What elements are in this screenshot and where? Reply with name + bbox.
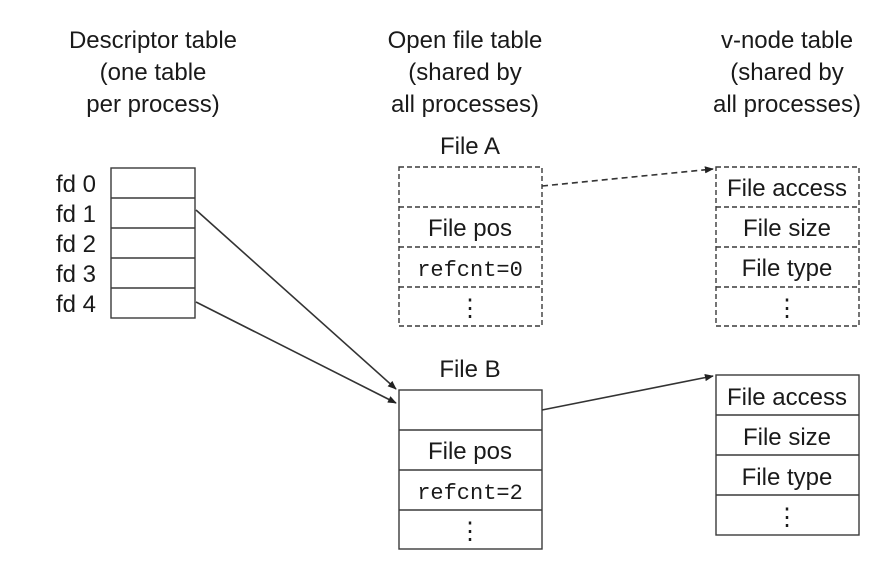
file-b-refcnt: refcnt=2 xyxy=(417,481,523,506)
file-b-title: File B xyxy=(439,356,500,383)
file-b-pos: File pos xyxy=(428,438,512,465)
fd-1-label: fd 1 xyxy=(56,201,96,228)
file-a-to-vnode-a-arrow xyxy=(541,166,714,187)
file-a-ellipsis: ⋮ xyxy=(458,295,482,322)
fd-3-label: fd 3 xyxy=(56,261,96,288)
fd-4-label: fd 4 xyxy=(56,291,96,318)
file-a-title: File A xyxy=(440,133,500,160)
fd1-to-file-b-arrow xyxy=(195,209,397,390)
descriptor-table-header: Descriptor table (one table per process) xyxy=(69,27,237,118)
vnode-b-access: File access xyxy=(727,384,847,411)
vnode-header-line2: (shared by xyxy=(730,59,843,86)
vnode-header-line1: v-node table xyxy=(721,27,853,54)
file-a-entry: File A File pos refcnt=0 ⋮ xyxy=(398,133,543,327)
descriptor-header-line2: (one table xyxy=(100,59,207,86)
vnode-a-access: File access xyxy=(727,175,847,202)
descriptor-header-line3: per process) xyxy=(86,91,219,118)
vnode-a-size: File size xyxy=(743,215,831,242)
open-file-table-header: Open file table (shared by all processes… xyxy=(388,27,543,118)
fd4-to-file-b-arrow xyxy=(195,301,397,404)
descriptor-header-line1: Descriptor table xyxy=(69,27,237,54)
vnode-b-type: File type xyxy=(742,464,833,491)
fd-0-label: fd 0 xyxy=(56,171,96,198)
file-b-entry: File B File pos refcnt=2 ⋮ xyxy=(398,356,543,550)
open-file-header-line1: Open file table xyxy=(388,27,543,54)
vnode-header-line3: all processes) xyxy=(713,91,861,118)
file-a-refcnt: refcnt=0 xyxy=(417,258,523,283)
vnode-a-type: File type xyxy=(742,255,833,282)
vnode-a-ellipsis: ⋮ xyxy=(775,295,799,322)
vnode-b-entry: File access File size File type ⋮ xyxy=(715,374,860,536)
file-a-pos: File pos xyxy=(428,215,512,242)
file-b-ellipsis: ⋮ xyxy=(458,518,482,545)
vnode-b-ellipsis: ⋮ xyxy=(775,504,799,531)
descriptor-table: fd 0 fd 1 fd 2 fd 3 fd 4 xyxy=(56,167,196,319)
descriptor-table-frame xyxy=(110,167,196,319)
vnode-b-size: File size xyxy=(743,424,831,451)
file-b-to-vnode-b-arrow xyxy=(541,374,714,411)
fd-2-label: fd 2 xyxy=(56,231,96,258)
open-file-header-line2: (shared by xyxy=(408,59,521,86)
vnode-a-entry: File access File size File type ⋮ xyxy=(715,166,860,327)
open-file-header-line3: all processes) xyxy=(391,91,539,118)
vnode-table-header: v-node table (shared by all processes) xyxy=(713,27,861,118)
